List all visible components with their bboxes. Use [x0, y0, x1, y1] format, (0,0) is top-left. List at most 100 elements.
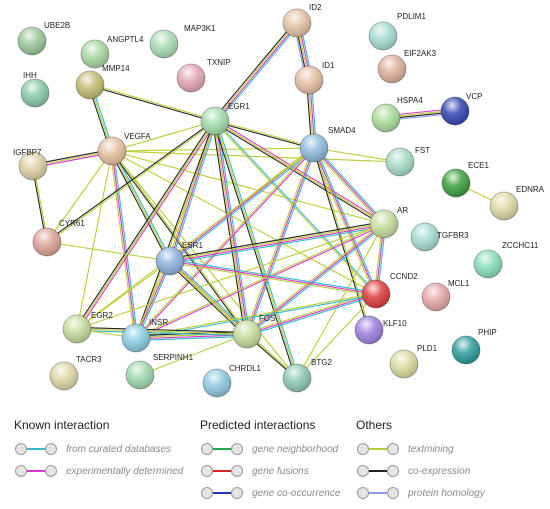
- node-pld1[interactable]: PLD1: [389, 344, 438, 379]
- node-label: IHH: [23, 71, 37, 80]
- node-txnip[interactable]: TXNIP: [176, 58, 231, 93]
- node-highlight: [411, 223, 439, 251]
- edge-vegfa-egr2: [76, 150, 113, 330]
- node-label: TGFBR3: [437, 231, 469, 240]
- edges: [31, 20, 505, 380]
- node-map3k1[interactable]: MAP3K1: [149, 24, 216, 59]
- node-hspa4[interactable]: HSPA4: [371, 96, 423, 133]
- node-highlight: [201, 107, 229, 135]
- edge-evidence-coexpression: [110, 150, 247, 336]
- edge-evidence-coexpression: [212, 120, 246, 335]
- edge-evidence-coexpression: [89, 85, 216, 123]
- node-highlight: [50, 362, 78, 390]
- node-label: MMP14: [102, 64, 130, 73]
- legend-dot: [45, 443, 57, 455]
- node-ihh[interactable]: IHH: [20, 71, 50, 108]
- node-smad4[interactable]: SMAD4: [299, 126, 356, 163]
- edge-ar-egr2: [76, 223, 385, 330]
- edge-fos-serpinh1: [139, 333, 248, 376]
- node-cyr61[interactable]: CYR61: [32, 219, 85, 257]
- legend-dot: [15, 465, 27, 477]
- node-label: FST: [415, 146, 430, 155]
- edge-evidence-experimental: [111, 150, 137, 339]
- edge-evidence-curated: [216, 120, 250, 335]
- edge-ar-esr1: [169, 221, 385, 264]
- edge-evidence-textmining: [312, 148, 384, 226]
- legend-item-label: from curated databases: [66, 443, 172, 455]
- legend-dot: [201, 443, 213, 455]
- edge-smad4-fst: [313, 147, 401, 163]
- node-mcl1[interactable]: MCL1: [421, 279, 470, 312]
- node-vegfa[interactable]: VEGFA: [97, 132, 151, 166]
- edge-evidence-coexpression: [169, 221, 385, 260]
- edge-evidence-textmining: [109, 150, 135, 339]
- legend-dot: [45, 465, 57, 477]
- edge-smad4-insr: [134, 146, 316, 340]
- node-mmp14[interactable]: MMP14: [75, 64, 130, 100]
- edge-evidence-curated: [135, 335, 248, 341]
- node-ccnd2[interactable]: CCND2: [361, 272, 418, 309]
- node-esr1[interactable]: ESR1: [155, 241, 203, 276]
- node-zcchc11[interactable]: ZCCHC11: [473, 241, 539, 279]
- node-label: BTG2: [311, 358, 332, 367]
- node-id2[interactable]: ID2: [282, 3, 322, 38]
- legend-item-experimental: experimentally determined: [14, 460, 183, 482]
- node-label: EGR1: [228, 102, 250, 111]
- edge-evidence-curated: [170, 120, 218, 263]
- node-label: HSPA4: [397, 96, 423, 105]
- node-highlight: [19, 152, 47, 180]
- node-egr2[interactable]: EGR2: [62, 311, 113, 344]
- node-ednra[interactable]: EDNRA: [489, 185, 545, 221]
- node-highlight: [150, 30, 178, 58]
- node-angptl4[interactable]: ANGPTL4: [80, 35, 144, 69]
- node-id1[interactable]: ID1: [294, 61, 335, 95]
- node-pdlim1[interactable]: PDLIM1: [368, 12, 426, 51]
- node-btg2[interactable]: BTG2: [282, 358, 332, 393]
- edge-evidence-coexpression: [212, 20, 296, 121]
- node-label: SERPINH1: [153, 353, 194, 362]
- legend-item-label: gene neighborhood: [252, 443, 339, 455]
- edge-evidence-experimental: [135, 224, 385, 340]
- edge-evidence-experimental: [313, 147, 377, 295]
- node-highlight: [422, 283, 450, 311]
- node-serpinh1[interactable]: SERPINH1: [125, 353, 194, 390]
- edge-evidence-textmining: [76, 328, 248, 335]
- edge-esr1-insr: [133, 259, 173, 340]
- node-ar[interactable]: AR: [369, 206, 408, 239]
- node-phip[interactable]: PHIP: [451, 328, 497, 365]
- node-highlight: [18, 27, 46, 55]
- node-tacr3[interactable]: TACR3: [49, 355, 102, 391]
- edge-evidence-textmining: [112, 149, 249, 335]
- edge-evidence-textmining: [296, 293, 377, 379]
- legend-line-icon: [15, 465, 57, 477]
- node-ece1[interactable]: ECE1: [441, 161, 489, 198]
- node-insr[interactable]: INSR: [121, 318, 168, 353]
- node-fos[interactable]: FOS: [232, 314, 275, 349]
- node-egr1[interactable]: EGR1: [200, 102, 250, 136]
- edge-evidence-experimental: [169, 224, 385, 263]
- node-klf10[interactable]: KLF10: [354, 315, 407, 345]
- node-tgfbr3[interactable]: TGFBR3: [410, 222, 469, 252]
- node-igfbp7[interactable]: IGFBP7: [13, 148, 48, 181]
- node-label: ESR1: [182, 241, 203, 250]
- node-label: PLD1: [417, 344, 438, 353]
- edge-evidence-experimental: [215, 120, 249, 335]
- legend-line-icon: [201, 465, 243, 477]
- legend-dot: [387, 443, 399, 455]
- node-fst[interactable]: FST: [385, 146, 430, 177]
- node-label: TXNIP: [207, 58, 231, 67]
- legend-group-title: Others: [356, 418, 393, 432]
- node-eif2ak3[interactable]: EIF2AK3: [377, 49, 437, 84]
- node-highlight: [295, 66, 323, 94]
- legend-group-others: Others textmining co-expression protein …: [356, 418, 485, 504]
- edge-vegfa-esr1: [110, 149, 172, 263]
- node-vcp[interactable]: VCP: [440, 92, 482, 126]
- node-ube2b[interactable]: UBE2B: [17, 21, 70, 56]
- edge-evidence-experimental: [246, 223, 385, 335]
- legend-dot: [357, 443, 369, 455]
- edge-evidence-curated: [215, 119, 300, 379]
- node-label: CYR61: [59, 219, 85, 228]
- node-label: VEGFA: [124, 132, 151, 141]
- node-chrdl1[interactable]: CHRDL1: [202, 364, 262, 398]
- node-highlight: [81, 40, 109, 68]
